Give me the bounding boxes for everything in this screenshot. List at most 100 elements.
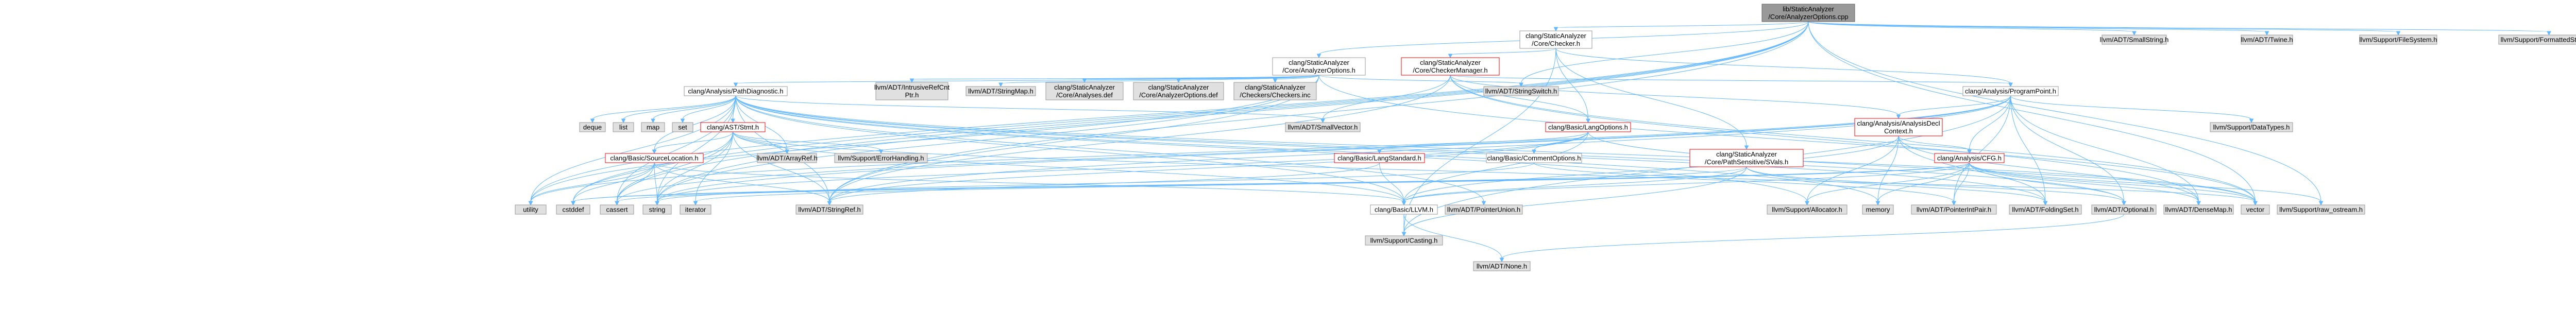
edge-arrowhead bbox=[1896, 114, 1901, 119]
edge-line bbox=[1969, 95, 2011, 151]
node-box bbox=[641, 122, 665, 132]
node-label-line: clang/StaticAnalyzer bbox=[1148, 83, 1209, 91]
node-sourcelocation[interactable]: clang/Basic/SourceLocation.h bbox=[605, 153, 704, 163]
node-deque: deque bbox=[579, 122, 606, 132]
node-analyzeroptions[interactable]: clang/StaticAnalyzer/Core/AnalyzerOption… bbox=[1272, 57, 1366, 76]
edge-sourcelocation-to-cstddef bbox=[571, 162, 655, 206]
node-densemap: llvm/ADT/DenseMap.h bbox=[2163, 204, 2234, 215]
node-llvm_h[interactable]: clang/Basic/LLVM.h bbox=[1370, 204, 1438, 215]
node-label-line: iterator bbox=[685, 206, 706, 214]
node-langstandard[interactable]: clang/Basic/LangStandard.h bbox=[1334, 153, 1425, 163]
node-programpoint[interactable]: clang/Analysis/ProgramPoint.h bbox=[1962, 86, 2059, 96]
node-vector: vector bbox=[2241, 204, 2270, 215]
edge-checkermanager-to-analysisdeclcontext bbox=[1450, 75, 1901, 119]
edge-line bbox=[1379, 162, 1404, 202]
node-box bbox=[834, 153, 928, 163]
node-box bbox=[2498, 34, 2576, 45]
edge-arrowhead bbox=[693, 201, 698, 206]
node-label-line: llvm/ADT/ArrayRef.h bbox=[756, 154, 817, 162]
edge-arrowhead bbox=[528, 201, 533, 206]
node-stmt[interactable]: clang/AST/Stmt.h bbox=[700, 122, 766, 132]
edge-line bbox=[829, 75, 1451, 202]
edge-arrowhead bbox=[1401, 201, 1406, 206]
edge-line bbox=[1808, 21, 2267, 32]
node-errorhandling: llvm/Support/ErrorHandling.h bbox=[834, 153, 928, 163]
edge-arrowhead bbox=[2264, 31, 2269, 36]
node-pathdiagnostic[interactable]: clang/Analysis/PathDiagnostic.h bbox=[684, 86, 788, 96]
edge-cfg-to-llvm_h bbox=[1401, 162, 1970, 206]
node-box bbox=[795, 204, 863, 215]
node-commentoptions[interactable]: clang/Basic/CommentOptions.h bbox=[1486, 153, 1582, 163]
node-checkermanager[interactable]: clang/StaticAnalyzer/Core/CheckerManager… bbox=[1401, 57, 1500, 76]
node-label-line: llvm/Support/ErrorHandling.h bbox=[838, 154, 924, 162]
edge-arrowhead bbox=[731, 118, 735, 124]
node-box bbox=[1045, 82, 1124, 100]
node-box bbox=[1767, 204, 1848, 215]
node-label-line: string bbox=[649, 206, 666, 214]
node-label-line: /Core/Analyses.def bbox=[1056, 91, 1113, 99]
node-stringref: llvm/ADT/StringRef.h bbox=[795, 204, 863, 215]
node-label-line: /Core/AnalyzerOptions.def bbox=[1139, 91, 1218, 99]
edge-arrowhead bbox=[1967, 149, 1972, 154]
node-smallvector: llvm/ADT/SmallVector.h bbox=[1285, 122, 1361, 132]
edge-optional-to-none bbox=[1499, 214, 2124, 263]
edge-checker-to-pathsensitivevals bbox=[1555, 48, 1749, 150]
node-pointerunion: llvm/ADT/PointerUnion.h bbox=[1445, 204, 1523, 215]
edge-langoptions-to-langstandard bbox=[1377, 131, 1588, 154]
edge-analyzeroptions-to-pathdiagnostic bbox=[733, 75, 1319, 88]
edge-pathdiagnostic-to-utility bbox=[528, 95, 736, 206]
edge-checkermanager-to-smallvector bbox=[1320, 75, 1451, 124]
node-langoptions[interactable]: clang/Basic/LangOptions.h bbox=[1545, 122, 1631, 132]
edge-arrowhead bbox=[2547, 31, 2551, 36]
node-label-line: llvm/ADT/SmallString.h bbox=[2100, 36, 2169, 44]
edge-arrowhead bbox=[2008, 82, 2013, 88]
node-label-line: memory bbox=[1866, 206, 1890, 214]
node-label-line: llvm/Support/Allocator.h bbox=[1772, 206, 1842, 214]
node-utility: utility bbox=[515, 204, 547, 215]
node-root: lib/StaticAnalyzer/Core/AnalyzerOptions.… bbox=[1761, 4, 1855, 22]
edge-line bbox=[735, 95, 2046, 202]
node-memory: memory bbox=[1862, 204, 1894, 215]
edge-line bbox=[695, 131, 733, 202]
node-label-line: llvm/Support/FileSystem.h bbox=[2360, 36, 2437, 44]
edge-arrowhead bbox=[2132, 31, 2137, 36]
node-optional: llvm/ADT/Optional.h bbox=[2091, 204, 2157, 215]
edge-line bbox=[530, 95, 736, 202]
edge-analysisdeclcontext-to-foldingset bbox=[1898, 135, 2048, 206]
node-box bbox=[1272, 57, 1366, 76]
node-label-line: clang/Basic/CommentOptions.h bbox=[1487, 154, 1581, 162]
node-pathsensitivevals[interactable]: clang/StaticAnalyzer/Core/PathSensitive/… bbox=[1689, 149, 1804, 167]
edge-line bbox=[1379, 131, 1588, 151]
node-cassert: cassert bbox=[600, 204, 634, 215]
edge-cfg-to-iterator bbox=[693, 162, 1970, 206]
edge-line bbox=[1969, 162, 2199, 202]
edge-line bbox=[2010, 95, 2046, 202]
node-box bbox=[1519, 30, 1592, 49]
edge-line bbox=[530, 75, 1319, 202]
edge-pathdiagnostic-to-list bbox=[621, 95, 736, 124]
edge-programpoint-to-cfg bbox=[1967, 95, 2011, 154]
node-box bbox=[1473, 261, 1531, 271]
edge-analysisdeclcontext-to-llvm_h bbox=[1401, 135, 1899, 206]
edge-line bbox=[733, 131, 1404, 202]
edge-line bbox=[592, 95, 736, 120]
node-checker[interactable]: clang/StaticAnalyzer/Core/Checker.h bbox=[1519, 30, 1592, 49]
node-box bbox=[2241, 204, 2270, 215]
node-box bbox=[1401, 57, 1500, 76]
edge-arrowhead bbox=[1320, 118, 1325, 124]
node-label-line: llvm/ADT/StringMap.h bbox=[968, 88, 1033, 95]
edge-line bbox=[1969, 162, 2124, 202]
edge-line bbox=[1318, 75, 1521, 84]
node-label-line: /Core/Checker.h bbox=[1532, 40, 1580, 47]
edge-line bbox=[1403, 162, 1970, 202]
edge-line bbox=[1808, 21, 2256, 202]
edge-arrowhead bbox=[1448, 54, 1453, 59]
edge-arrowhead bbox=[1082, 78, 1087, 83]
edge-line bbox=[735, 95, 2256, 202]
edge-cfg-to-cassert bbox=[615, 162, 1970, 206]
edge-root-to-utility bbox=[528, 21, 1809, 206]
node-cfg[interactable]: clang/Analysis/CFG.h bbox=[1934, 153, 2005, 163]
edge-line bbox=[617, 162, 1970, 202]
